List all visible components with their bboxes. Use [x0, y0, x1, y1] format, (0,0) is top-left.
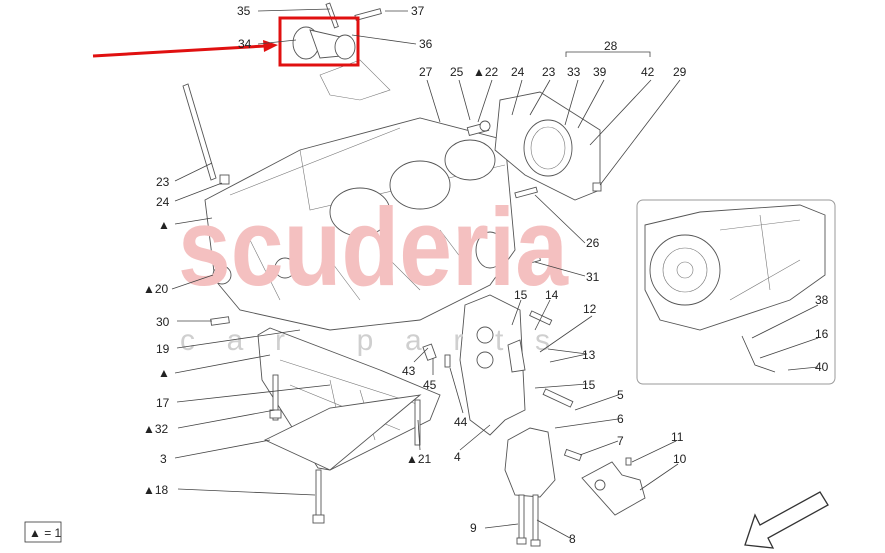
callout-10[interactable]: 10: [673, 452, 687, 466]
callout-26[interactable]: 26: [586, 236, 600, 250]
callout-42[interactable]: 42: [641, 65, 655, 79]
direction-arrow: [744, 491, 829, 549]
callout-36[interactable]: 36: [419, 37, 433, 51]
callout-23[interactable]: 23: [542, 65, 556, 79]
callout-27[interactable]: 27: [419, 65, 433, 79]
callout-18[interactable]: ▲18: [143, 483, 169, 497]
callout-37[interactable]: 37: [411, 4, 425, 18]
leader-lines: [171, 8, 819, 539]
callout-22[interactable]: ▲22: [473, 65, 499, 79]
callout-43[interactable]: 43: [402, 364, 416, 378]
callout-5[interactable]: 5: [617, 388, 624, 402]
bolts[interactable]: [210, 265, 421, 524]
callout-triangle-block[interactable]: ▲: [158, 218, 170, 232]
engine-mount-bracket[interactable]: [422, 294, 526, 436]
callout-45[interactable]: 45: [423, 378, 437, 392]
callout-24-left[interactable]: 24: [156, 195, 170, 209]
stud-bolt[interactable]: [182, 83, 230, 185]
callout-11[interactable]: 11: [671, 430, 684, 444]
transmission-inset[interactable]: [636, 199, 836, 385]
callout-6[interactable]: 6: [617, 412, 624, 426]
callout-39[interactable]: 39: [593, 65, 607, 79]
callout-16[interactable]: 16: [815, 327, 829, 341]
callout-44[interactable]: 44: [454, 415, 468, 429]
watermark-brand: scuderia: [178, 186, 569, 309]
callout-triangle-ladder[interactable]: ▲: [158, 366, 170, 380]
callout-13[interactable]: 13: [582, 348, 596, 362]
callout-19[interactable]: 19: [156, 342, 170, 356]
callout-34[interactable]: 34: [238, 37, 252, 51]
callout-21[interactable]: ▲21: [406, 452, 432, 466]
callout-24[interactable]: 24: [511, 65, 525, 79]
callout-40[interactable]: 40: [815, 360, 829, 374]
rubber-mount[interactable]: [504, 310, 583, 547]
legend-text: ▲ = 1: [29, 526, 62, 540]
callout-4[interactable]: 4: [454, 450, 461, 464]
callout-12[interactable]: 12: [583, 302, 597, 316]
callout-8[interactable]: 8: [569, 532, 576, 546]
bellhousing-adapter[interactable]: [466, 91, 602, 267]
callout-7[interactable]: 7: [617, 434, 624, 448]
callout-28[interactable]: 28: [604, 39, 618, 53]
callout-17[interactable]: 17: [156, 396, 170, 410]
callout-38[interactable]: 38: [815, 293, 829, 307]
callout-31[interactable]: 31: [586, 270, 600, 284]
callout-35[interactable]: 35: [237, 4, 251, 18]
callout-labels: 35 37 34 36 28 27 25 ▲22 24 23 33 39 42 …: [143, 4, 829, 546]
callout-32[interactable]: ▲32: [143, 422, 169, 436]
callout-33[interactable]: 33: [567, 65, 581, 79]
callout-15-bottom[interactable]: 15: [582, 378, 596, 392]
callout-14[interactable]: 14: [545, 288, 559, 302]
callout-25[interactable]: 25: [450, 65, 464, 79]
heat-shield[interactable]: [581, 457, 646, 516]
callout-15-top[interactable]: 15: [514, 288, 528, 302]
engine-block[interactable]: [204, 117, 516, 331]
callout-23-left[interactable]: 23: [156, 175, 170, 189]
callout-20[interactable]: ▲20: [143, 282, 169, 296]
legend-box: [24, 521, 62, 543]
bearing-ladder[interactable]: [257, 327, 441, 471]
callout-3[interactable]: 3: [160, 452, 167, 466]
callout-29[interactable]: 29: [673, 65, 687, 79]
callout-30[interactable]: 30: [156, 315, 170, 329]
callout-9[interactable]: 9: [470, 521, 477, 535]
watermark-sub: car parts: [180, 324, 550, 357]
